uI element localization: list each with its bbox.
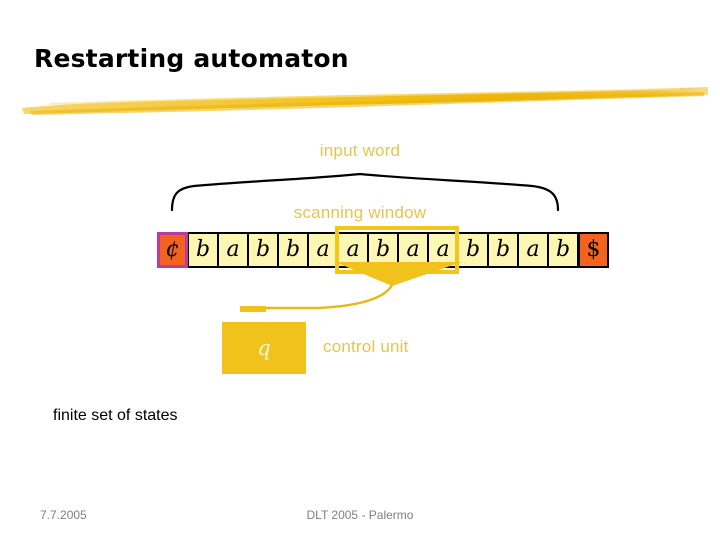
page-title: Restarting automaton — [34, 44, 349, 73]
tape-cell: b — [548, 232, 578, 268]
tape-cell: a — [518, 232, 548, 268]
label-finite-set-of-states: finite set of states — [53, 407, 178, 424]
tape-cell: a — [218, 232, 248, 268]
tape-cell: b — [278, 232, 308, 268]
tape-cell: b — [488, 232, 518, 268]
tape-cell: b — [368, 232, 398, 268]
tape-cell: $ — [578, 232, 609, 268]
tape-cell: a — [338, 232, 368, 268]
tape-cell: ¢ — [157, 232, 188, 268]
tape-cell: b — [188, 232, 218, 268]
label-input-word: input word — [319, 141, 401, 160]
brush-stroke-divider — [20, 84, 710, 122]
tape-cell: b — [248, 232, 278, 268]
state-label: q — [257, 336, 271, 360]
tape-cell: a — [308, 232, 338, 268]
label-control-unit: control unit — [323, 337, 409, 356]
state-box: q — [222, 322, 306, 374]
tape-cell: a — [398, 232, 428, 268]
label-scanning-window: scanning window — [293, 203, 427, 222]
footer-date: 7.7.2005 — [40, 508, 87, 522]
footer-conference: DLT 2005 - Palermo — [306, 508, 414, 522]
tape-cell: a — [428, 232, 458, 268]
tape-cell: b — [458, 232, 488, 268]
